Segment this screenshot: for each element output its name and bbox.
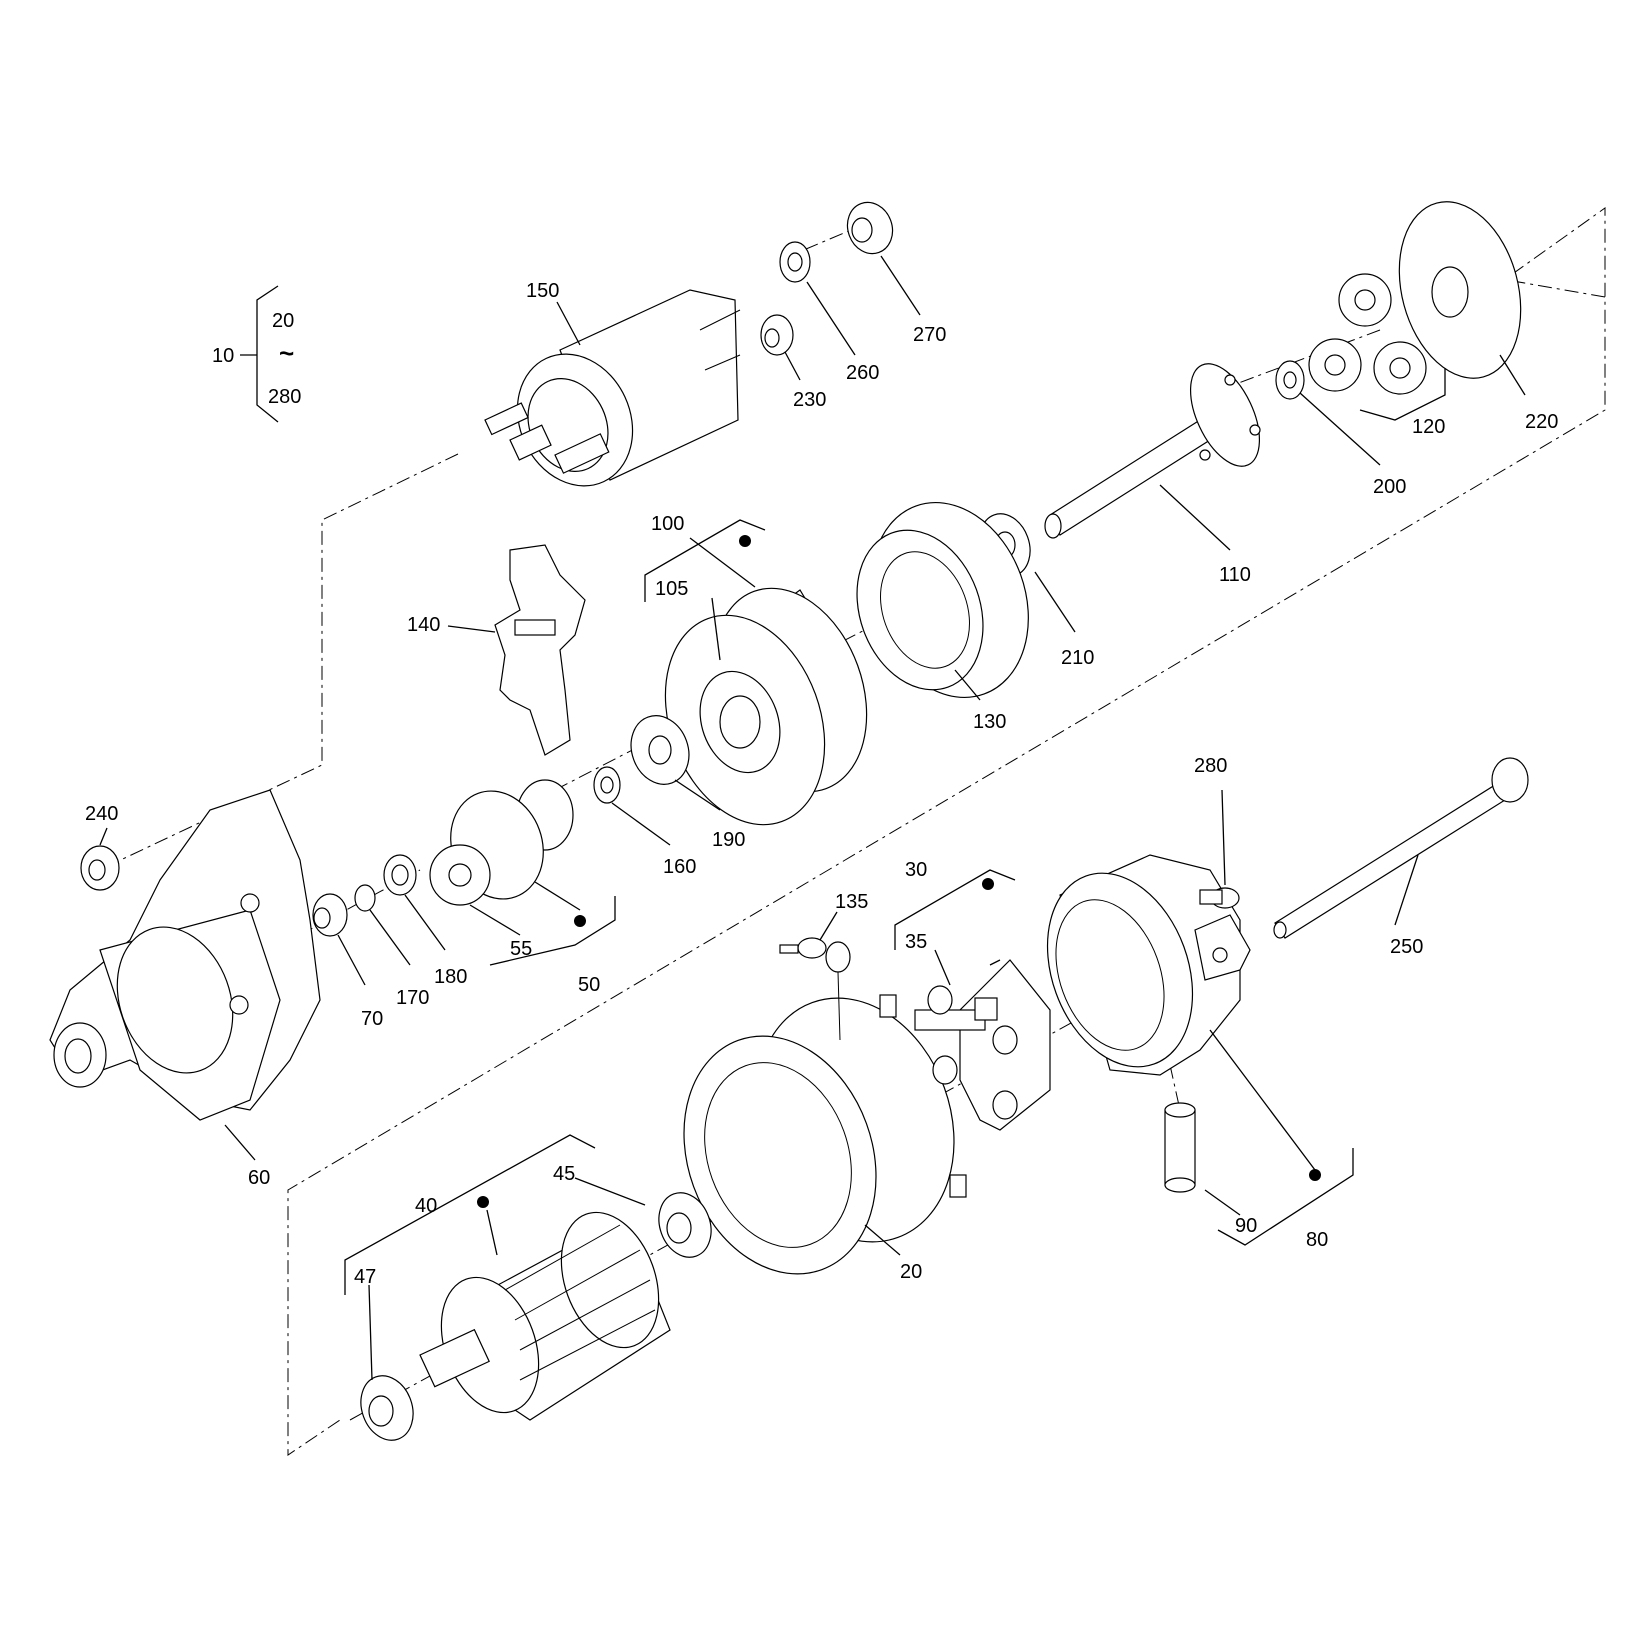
assembly-axes: [109, 207, 1606, 1456]
callout-220: 220: [1525, 411, 1558, 433]
callout-80: 80: [1306, 1229, 1328, 1251]
rear-cover-80[interactable]: [1022, 853, 1251, 1087]
callout-60: 60: [248, 1167, 270, 1189]
yoke-20[interactable]: [652, 941, 987, 1301]
callout-270: 270: [913, 324, 946, 346]
nut-270[interactable]: [840, 196, 899, 260]
retainer-160[interactable]: [593, 766, 621, 804]
callout-180: 180: [434, 966, 467, 988]
planet-gears-120[interactable]: [1308, 273, 1427, 395]
washer-190[interactable]: [622, 708, 699, 793]
callout-50: 50: [578, 974, 600, 996]
shaft-110[interactable]: [1044, 353, 1274, 539]
snap-ring-170[interactable]: [354, 884, 376, 912]
brackets: [240, 285, 1446, 1295]
overrunning-clutch-100[interactable]: [638, 567, 894, 847]
leader-lines: [99, 255, 1526, 1381]
callout-135: 135: [835, 891, 868, 913]
solenoid-150[interactable]: [484, 289, 741, 505]
callout-labels: 10 20 ~ 280 150 270 260 230 220 120 200 …: [85, 280, 1558, 1288]
callout-47: 47: [354, 1266, 376, 1288]
washer-200[interactable]: [1275, 360, 1305, 400]
clip-135[interactable]: [779, 937, 827, 959]
callout-140: 140: [407, 614, 440, 636]
callout-20: 20: [900, 1261, 922, 1283]
plate-220[interactable]: [1381, 188, 1540, 392]
callout-120: 120: [1412, 416, 1445, 438]
callout-240: 240: [85, 803, 118, 825]
callout-55: 55: [510, 938, 532, 960]
group-dots: [477, 535, 1321, 1208]
callout-280: 280: [1194, 755, 1227, 777]
internal-gear-130[interactable]: [836, 480, 1055, 719]
callout-105: 105: [655, 578, 688, 600]
callout-45: 45: [553, 1163, 575, 1185]
callout-210: 210: [1061, 647, 1094, 669]
washer-180[interactable]: [383, 854, 417, 896]
callout-100: 100: [651, 513, 684, 535]
callout-110: 110: [1219, 564, 1251, 586]
bearing-45[interactable]: [650, 1185, 720, 1264]
bushing-70[interactable]: [312, 893, 348, 937]
callout-range-20: 20: [272, 310, 294, 332]
bearing-47[interactable]: [352, 1368, 422, 1447]
callout-200: 200: [1373, 476, 1406, 498]
callout-10: 10: [212, 345, 234, 367]
callout-range-280: 280: [268, 386, 301, 408]
front-housing-60[interactable]: [49, 789, 321, 1121]
callout-230: 230: [793, 389, 826, 411]
callout-90: 90: [1235, 1215, 1257, 1237]
pinion-assembly-50[interactable]: [429, 778, 574, 912]
callout-170: 170: [396, 987, 429, 1009]
brush-holder-30[interactable]: [914, 959, 1051, 1131]
callout-190: 190: [712, 829, 745, 851]
callout-35: 35: [905, 931, 927, 953]
callout-30: 30: [905, 859, 927, 881]
nut-240[interactable]: [80, 845, 120, 891]
callout-range-sep: ~: [279, 338, 294, 368]
grommet-90[interactable]: [1164, 1102, 1196, 1193]
callout-160: 160: [663, 856, 696, 878]
nut-230[interactable]: [760, 314, 794, 356]
callout-40: 40: [415, 1195, 437, 1217]
armature-40[interactable]: [419, 1199, 676, 1426]
callout-70: 70: [361, 1008, 383, 1030]
shift-lever-140[interactable]: [494, 544, 586, 756]
callout-150: 150: [526, 280, 559, 302]
callout-260: 260: [846, 362, 879, 384]
callout-130: 130: [973, 711, 1006, 733]
through-bolt-250[interactable]: [1273, 757, 1529, 939]
callout-250: 250: [1390, 936, 1423, 958]
washer-260[interactable]: [779, 241, 811, 283]
screw-280[interactable]: [1199, 887, 1240, 909]
